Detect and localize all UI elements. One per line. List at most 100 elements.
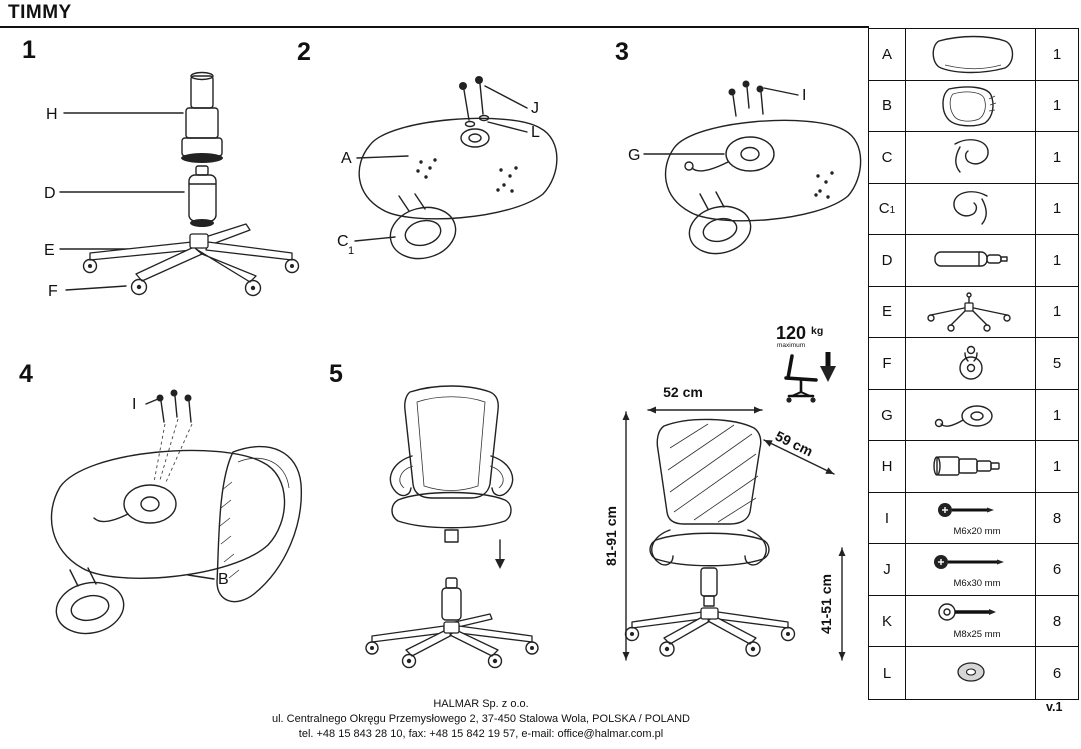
step-4-number: 4: [19, 360, 33, 388]
seat-height-arrow: [838, 547, 846, 661]
max-load-note: maximum: [777, 342, 805, 349]
screw-m6x20-icon: M6x20 mm: [937, 503, 1000, 537]
seat-height-dimension-label: 41-51 cm: [818, 574, 834, 634]
footer-address: ul. Centralnego Okręgu Przemysłowego 2, …: [271, 712, 690, 725]
chair-drawing: [624, 418, 796, 657]
part-row-e-icon-cell: [906, 286, 1036, 339]
part-letter-sub: 1: [889, 205, 896, 217]
part-letter: D: [881, 251, 893, 269]
star-base-drawing: [82, 223, 300, 297]
step3-label-i: I: [802, 87, 806, 104]
armrest-drawing: [55, 567, 125, 635]
seat-part-icon: [932, 36, 1013, 74]
chair-silhouette-icon: [784, 354, 818, 398]
part-row-e-qty: 1: [1036, 287, 1078, 339]
page-title: TIMMY: [8, 2, 72, 23]
step-5-diagram: [365, 385, 539, 669]
step-1-diagram: H D E F: [44, 71, 300, 300]
screws-i-drawing: [728, 80, 764, 117]
dimensions-diagram: 52 cm: [603, 384, 846, 661]
gas-lift-drawing: [188, 165, 217, 227]
part-row-g-icon-cell: [906, 389, 1036, 442]
base-assembly-drawing: [365, 577, 539, 669]
step-3-diagram: I G: [628, 80, 862, 255]
part-qty: 6: [1052, 561, 1062, 579]
part-row-d-letter: D: [869, 235, 906, 287]
part-row-j-qty: 6: [1036, 544, 1078, 596]
version-label: v.1: [1046, 700, 1063, 714]
step2-label-c: C: [337, 233, 349, 250]
screw-size-label: M8x25 mm: [953, 629, 1000, 640]
part-qty: 8: [1052, 509, 1062, 527]
part-row-c1-qty: 1: [1036, 184, 1078, 236]
part-qty: 1: [1052, 97, 1062, 115]
part-row-j-icon-cell: M6x30 mm: [906, 544, 1036, 596]
step-2-number: 2: [297, 38, 311, 66]
part-letter: E: [881, 303, 892, 321]
caster-part-icon: [958, 346, 983, 381]
step1-label-h: H: [46, 106, 58, 123]
seat-underside-drawing: [50, 449, 286, 579]
armrest-mirror-part-icon: [952, 190, 988, 225]
armrest-c1-drawing: [389, 193, 457, 260]
part-letter: J: [883, 561, 891, 579]
mechanism-part-icon: [934, 405, 993, 428]
part-row-k-letter: K: [869, 595, 906, 648]
part-qty: 1: [1052, 200, 1062, 218]
part-letter: I: [884, 509, 890, 527]
step2-label-a: A: [341, 150, 352, 167]
footer-company: HALMAR Sp. z o.o.: [433, 698, 529, 710]
part-row-c1-icon-cell: [906, 183, 1036, 236]
part-row-a-qty: 1: [1036, 29, 1078, 81]
part-row-l-letter: L: [869, 647, 906, 699]
insert-arrow: [495, 539, 505, 569]
footer: HALMAR Sp. z o.o. ul. Centralnego Okręgu…: [0, 697, 962, 741]
part-letter: K: [881, 612, 892, 630]
part-letter: G: [881, 406, 893, 424]
screw-size-label: M6x20 mm: [953, 526, 1000, 537]
part-row-i-icon-cell: M6x20 mm: [906, 492, 1036, 545]
backrest-b-drawing: [216, 445, 303, 603]
max-load-badge: 120 kg maximum: [776, 323, 836, 403]
screw-m8x25-icon: M8x25 mm: [937, 603, 1000, 640]
part-qty: 6: [1052, 664, 1062, 682]
step2-label-j: J: [531, 100, 539, 117]
armrest-part-icon: [953, 139, 989, 174]
title-divider: [0, 26, 869, 28]
part-row-l-icon-cell: [906, 647, 1036, 699]
part-qty: 1: [1052, 303, 1062, 321]
part-qty: 1: [1052, 251, 1062, 269]
height-dimension-label: 81-91 cm: [603, 506, 619, 566]
assembled-seat-drawing: [389, 385, 514, 543]
step1-label-f: F: [48, 283, 58, 300]
part-row-e-letter: E: [869, 286, 906, 339]
gas-lift-part-icon: [933, 251, 1008, 268]
part-row-d-icon-cell: [906, 235, 1036, 287]
screws-j-drawing: [459, 76, 490, 128]
part-letter: C: [878, 200, 890, 218]
part-qty: 5: [1052, 354, 1062, 372]
backrest-part-icon: [941, 86, 996, 127]
washer-part-icon: [956, 662, 985, 682]
part-row-f-icon-cell: [906, 338, 1036, 390]
armrest-drawing: [688, 191, 752, 255]
step-5-number: 5: [329, 360, 343, 388]
max-load-unit: kg: [811, 325, 823, 337]
step4-label-b: B: [218, 571, 229, 588]
max-load-value: 120: [776, 323, 806, 343]
seat-underside-drawing: [664, 119, 862, 222]
part-row-c-icon-cell: [906, 132, 1036, 184]
step2-label-l: L: [531, 124, 540, 141]
screw-size-label: M6x30 mm: [953, 578, 1000, 589]
mechanism-drawing: [93, 484, 177, 524]
seat-underside-drawing: [358, 117, 558, 220]
part-qty: 1: [1052, 45, 1062, 63]
part-qty: 1: [1052, 458, 1062, 476]
width-arrow: [647, 406, 763, 414]
step1-label-d: D: [44, 185, 56, 202]
part-qty: 1: [1052, 148, 1062, 166]
gas-lift-cover-drawing: [181, 71, 223, 163]
part-letter: H: [881, 458, 893, 476]
